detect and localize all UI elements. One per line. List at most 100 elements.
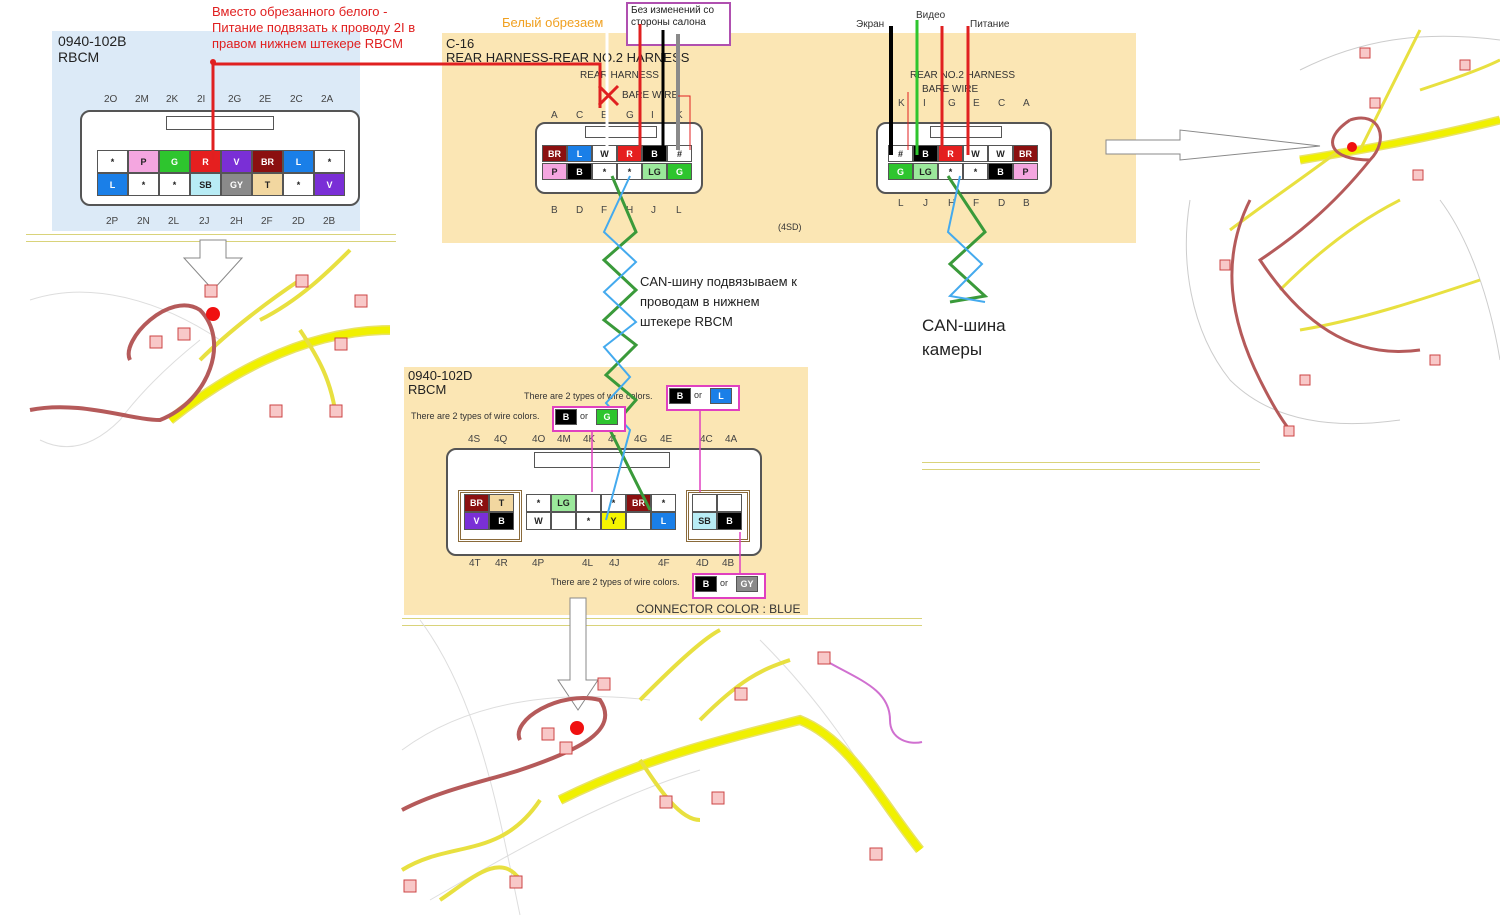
wire-cell-102b: V <box>314 173 345 196</box>
harness-right <box>1185 29 1500 437</box>
power-dot-top <box>210 59 216 65</box>
can-camera-note: CAN-шина камеры <box>922 314 1032 362</box>
c16-left-pin: G <box>626 110 634 121</box>
wire-color-option: GY <box>736 576 758 592</box>
power-label: Питание <box>970 19 1010 30</box>
wire-cell-102d-right <box>717 494 742 512</box>
c16-left-pin: E <box>601 110 608 121</box>
c16-right-label: REAR NO.2 HARNESS <box>910 70 1016 81</box>
wire-cell-c16-left: W <box>592 145 617 162</box>
can-green-wire <box>601 175 652 511</box>
pin-label-2l: 2L <box>168 216 180 227</box>
pin-label-4a: 4A <box>725 434 738 445</box>
white-cut-note: Белый обрезаем <box>502 15 604 30</box>
c16-left-pin: C <box>576 110 584 121</box>
can-note: CAN-шину подвязываем к проводам в нижнем… <box>640 272 810 332</box>
pin-label-4q: 4Q <box>494 434 508 445</box>
wire-cell-c16-right: P <box>1013 163 1038 180</box>
c16-right-pin: E <box>973 98 980 109</box>
pin-label-2p: 2P <box>106 216 119 227</box>
c16-right-pin: L <box>898 198 904 209</box>
can-camera-text: CAN-шина камеры <box>922 316 1006 359</box>
c16-left-pin: L <box>676 205 682 216</box>
wire-cell-102b: * <box>128 173 159 196</box>
c16-variant: (4SD) <box>778 222 802 232</box>
c16-left-pin: J <box>651 205 656 216</box>
pin-label-2f: 2F <box>261 216 273 227</box>
wire-cell-102d-mid: LG <box>551 494 576 512</box>
pin-label-4d: 4D <box>696 558 709 569</box>
wire-cell-102d-mid <box>576 494 601 512</box>
pin-label-2e: 2E <box>259 94 272 105</box>
screen-label: Экран <box>856 19 885 30</box>
pin-label-2j: 2J <box>199 216 210 227</box>
pin-label-2n: 2N <box>137 216 150 227</box>
two-types-note-3: There are 2 types of wire colors. <box>551 577 680 587</box>
connector-color: CONNECTOR COLOR : BLUE <box>636 602 801 616</box>
right-block-frame <box>686 490 750 542</box>
pin-label-2c: 2C <box>290 94 303 105</box>
pin-label-4i: 4I <box>608 434 617 445</box>
c16-right-pin: C <box>998 98 1006 109</box>
wire-cell-c16-right: B <box>988 163 1013 180</box>
left-block-frame <box>458 490 522 542</box>
pin-label-4b: 4B <box>722 558 735 569</box>
pin-label-2k: 2K <box>166 94 179 105</box>
wire-color-option: B <box>669 388 691 404</box>
wire-cell-102b: G <box>159 150 190 173</box>
pin-label-2m: 2M <box>135 94 149 105</box>
wire-cell-102d-left: T <box>489 494 514 512</box>
wire-cell-102b: T <box>252 173 283 196</box>
pin-label-4m: 4M <box>557 434 571 445</box>
wire-cell-102b: * <box>97 150 128 173</box>
wire-cell-c16-right: LG <box>913 163 938 180</box>
divider-right <box>922 462 1260 470</box>
c16-right-pin: A <box>1023 98 1030 109</box>
c16-right-pin: F <box>973 198 980 209</box>
wire-cell-102d-mid: L <box>651 512 676 530</box>
wire-color-option: G <box>596 409 618 425</box>
pin-label-4r: 4R <box>495 558 508 569</box>
c16-right-pin: B <box>1023 198 1030 209</box>
wire-cell-c16-left: * <box>592 163 617 180</box>
wire-cell-c16-left: * <box>617 163 642 180</box>
c16-right-pin: G <box>948 98 956 109</box>
pin-label-4e: 4E <box>660 434 673 445</box>
or-label: or <box>720 578 729 588</box>
no-change-text: Без изменений со стороны салона <box>631 5 715 28</box>
wire-cell-102d-right: SB <box>692 512 717 530</box>
wire-cell-c16-left: R <box>617 145 642 162</box>
wire-cell-102d-mid: * <box>526 494 551 512</box>
wire-cell-102d-right <box>692 494 717 512</box>
wire-cell-102d-right: B <box>717 512 742 530</box>
wire-cell-c16-left: P <box>542 163 567 180</box>
down-arrow-left <box>182 239 244 291</box>
cut-mark-2 <box>597 84 620 107</box>
pin-label-4s: 4S <box>468 434 481 445</box>
wire-cell-102d-left: B <box>489 512 514 530</box>
wire-cell-c16-right: # <box>888 145 913 162</box>
power-note: Вместо обрезанного белого - Питание подв… <box>212 4 442 52</box>
pin-label-2g: 2G <box>228 94 242 105</box>
c16-left-pin: A <box>551 110 558 121</box>
pin-label-2a: 2A <box>321 94 334 105</box>
wire-cell-c16-left: B <box>642 145 667 162</box>
wire-cell-102b: GY <box>221 173 252 196</box>
down-arrow-bottom <box>557 597 599 711</box>
wire-cell-c16-left: LG <box>642 163 667 180</box>
c16-bare-wire: BARE WIRE <box>622 90 679 101</box>
wire-color-option: B <box>695 576 717 592</box>
wire-cell-c16-left: G <box>667 163 692 180</box>
wire-cell-c16-right: * <box>963 163 988 180</box>
no-change-box: Без изменений со стороны салона <box>626 2 731 46</box>
wire-cell-c16-left: L <box>567 145 592 162</box>
connector-102b-latch <box>166 116 274 130</box>
wire-cell-102b: V <box>221 150 252 173</box>
c16-right-pin: H <box>948 198 956 209</box>
wire-cell-c16-right: G <box>888 163 913 180</box>
video-label: Видео <box>916 10 946 21</box>
wire-cell-102b: * <box>283 173 314 196</box>
wire-cell-102d-left: BR <box>464 494 489 512</box>
wire-cell-102b: * <box>159 173 190 196</box>
